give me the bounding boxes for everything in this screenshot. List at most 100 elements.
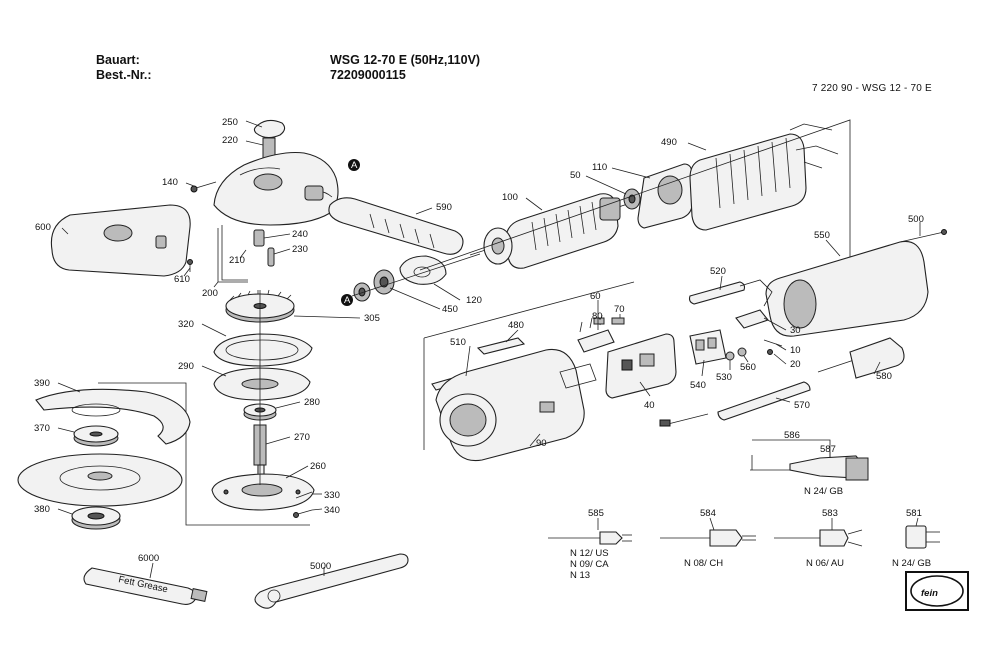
label-550: 550 [814, 230, 830, 241]
label-260: 260 [310, 461, 326, 472]
part-5000-spanner [254, 553, 409, 609]
part-570-tube [717, 381, 811, 421]
variant-n24gb-bottom: N 24/ GB [892, 558, 931, 569]
label-90: 90 [536, 438, 547, 449]
marker-a-bottom: A [341, 294, 353, 306]
part-500-screw [899, 229, 947, 243]
part-340-screw [293, 509, 313, 518]
part-490-field-coil [689, 123, 839, 231]
svg-text:A: A [351, 160, 358, 171]
part-581-plug [905, 525, 940, 549]
part-330-screw [295, 491, 313, 499]
part-600-cover [50, 204, 191, 277]
bauart-label: Bauart: [96, 53, 140, 67]
part-370-flange [73, 425, 119, 447]
part-450-bearing [373, 269, 395, 295]
label-585: 585 [588, 508, 604, 519]
part-480-switch-cover [476, 337, 526, 355]
label-290: 290 [178, 361, 194, 372]
label-60: 60 [590, 291, 601, 302]
label-110: 110 [592, 162, 607, 173]
label-40: 40 [644, 400, 655, 411]
marker-a-top: A [348, 159, 360, 171]
label-140: 140 [162, 177, 178, 188]
bestnr-value: 72209000115 [330, 68, 406, 82]
part-number-labels: 250 220 140 600 610 200 210 240 230 590 … [34, 117, 924, 572]
label-587: 587 [820, 444, 836, 455]
label-580: 580 [876, 371, 892, 382]
part-grinding-disc [17, 453, 183, 507]
part-40-electronics [605, 333, 677, 399]
label-80: 80 [592, 311, 603, 322]
label-380: 380 [34, 504, 50, 515]
part-580-cable [817, 337, 905, 379]
part-240-pin [253, 229, 265, 247]
variant-n08ch: N 08/ CH [684, 558, 723, 569]
part-connector-wire [659, 413, 709, 427]
part-gear-housing [213, 151, 339, 226]
label-586: 586 [784, 430, 800, 441]
part-230-pin [267, 247, 275, 267]
part-10-screw [763, 339, 783, 347]
logo-text: fein [921, 588, 938, 599]
part-520-switch-rod [688, 279, 773, 307]
part-250-cap [253, 119, 286, 139]
part-260-flange [211, 473, 315, 511]
part-50-bearing [623, 188, 641, 210]
assembly-frame [98, 382, 310, 526]
label-230: 230 [292, 244, 308, 255]
label-10: 10 [790, 345, 801, 356]
bestnr-label: Best.-Nr.: [96, 68, 152, 82]
drawing-code: 7 220 90 - WSG 12 - 70 E [812, 83, 932, 94]
fein-logo: fein [905, 571, 969, 611]
label-390: 390 [34, 378, 50, 389]
part-90-motor-housing [435, 348, 597, 462]
label-583: 583 [822, 508, 838, 519]
variant-n24gb-top: N 24/ GB [804, 486, 843, 497]
part-290-plate [213, 367, 311, 401]
variant-n12us: N 12/ US [570, 548, 609, 559]
part-587-strain-relief [750, 455, 869, 481]
label-510: 510 [450, 337, 466, 348]
part-70-brush [611, 317, 625, 325]
label-220: 220 [222, 135, 238, 146]
label-600: 600 [35, 222, 51, 233]
label-250: 250 [222, 117, 238, 128]
label-570: 570 [794, 400, 810, 411]
part-560-screw [737, 347, 747, 357]
bauart-value: WSG 12-70 E (50Hz,110V) [330, 53, 481, 67]
label-540: 540 [690, 380, 706, 391]
part-small-pinion [353, 282, 371, 302]
part-110-plate [637, 163, 693, 229]
part-585-plug [548, 531, 632, 545]
part-390-guard [35, 388, 191, 445]
part-20-screw [767, 349, 773, 355]
label-30: 30 [790, 325, 801, 336]
label-20: 20 [790, 359, 801, 370]
label-370: 370 [34, 423, 50, 434]
part-120-washer [399, 255, 447, 285]
label-560: 560 [740, 362, 756, 373]
part-140-screw [190, 181, 217, 193]
variant-n13: N 13 [570, 570, 590, 581]
housing-frame [423, 281, 635, 450]
part-550-rear-cover [765, 240, 929, 337]
part-100-armature [469, 193, 641, 269]
part-80-brush [593, 317, 605, 325]
variant-n06au: N 06/ AU [806, 558, 844, 569]
label-6000: 6000 [138, 553, 159, 564]
part-380-nut [71, 506, 121, 530]
part-590-side-handle [328, 197, 464, 255]
label-330: 330 [324, 490, 340, 501]
label-610: 610 [174, 274, 190, 285]
part-530-washer [725, 351, 735, 361]
label-500: 500 [908, 214, 924, 225]
label-480: 480 [508, 320, 524, 331]
leader-lines [57, 120, 921, 579]
label-450: 450 [442, 304, 458, 315]
label-340: 340 [324, 505, 340, 516]
motor-frame [419, 119, 851, 295]
label-305: 305 [364, 313, 380, 324]
label-490: 490 [661, 137, 677, 148]
